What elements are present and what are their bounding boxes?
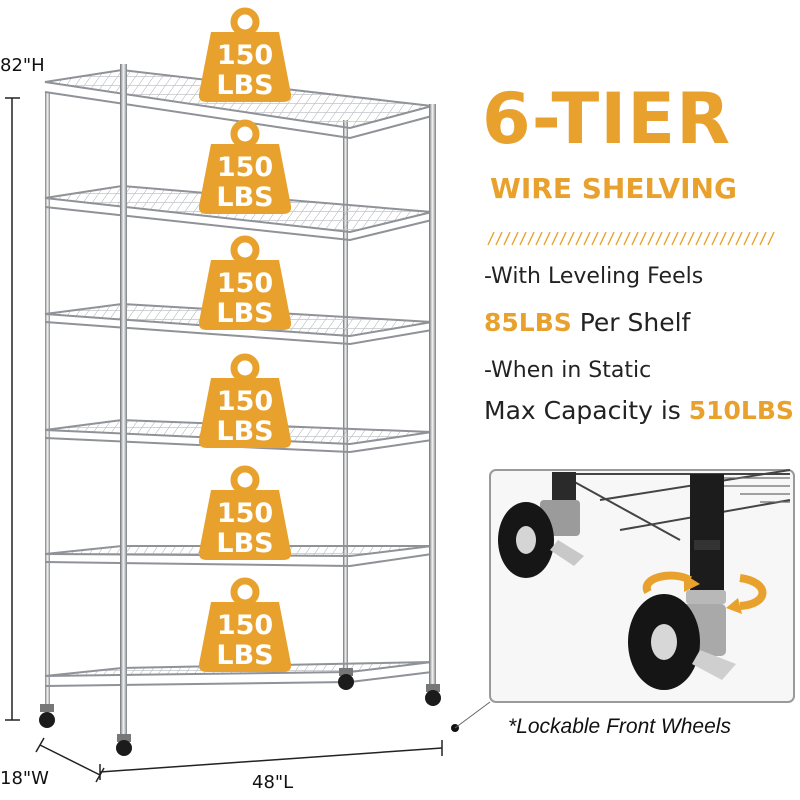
weight-handle-icon: [230, 465, 260, 495]
caster-wheel-icon: [116, 734, 132, 756]
max-capacity-value: 510LBS: [688, 396, 794, 425]
height-label: 82"H: [0, 55, 45, 76]
caster-wheel-icon: [425, 684, 441, 706]
length-label: 48"L: [252, 772, 294, 793]
weight-icon: [198, 260, 292, 330]
hatched-divider: [487, 231, 775, 246]
weight-handle-icon: [230, 235, 260, 265]
weight-number: 150: [217, 268, 273, 299]
headline-title: 6-TIER: [482, 78, 731, 160]
weight-icon: [198, 378, 292, 448]
feature-per-shelf: 85LBS Per Shelf: [484, 308, 690, 337]
weight-unit: LBS: [216, 416, 273, 447]
caster-wheel-icon: [338, 668, 354, 690]
weight-number: 150: [217, 610, 273, 641]
caster-wheel-icon: [628, 590, 736, 690]
weight-handle-icon: [230, 119, 260, 149]
weight-unit: LBS: [216, 298, 273, 329]
weight-handle-icon: [230, 577, 260, 607]
weight-icon: [198, 144, 292, 214]
weight-icon: [198, 602, 292, 672]
per-shelf-value: 85LBS: [484, 308, 572, 337]
weight-icon: [198, 490, 292, 560]
feature-static: -When in Static: [484, 358, 652, 383]
caster-wheel-icon: [498, 472, 584, 578]
wheel-inset: [451, 469, 795, 732]
feature-max-capacity: Max Capacity is 510LBS: [484, 396, 794, 425]
weight-unit: LBS: [216, 182, 273, 213]
weight-number: 150: [217, 498, 273, 529]
weight-handle-icon: [230, 7, 260, 37]
headline-subtitle: WIRE SHELVING: [490, 172, 737, 205]
weight-number: 150: [217, 152, 273, 183]
weight-handle-icon: [230, 353, 260, 383]
weight-unit: LBS: [216, 70, 273, 101]
max-capacity-text: Max Capacity is: [484, 396, 689, 425]
weight-icon: [198, 32, 292, 102]
feature-leveling: -With Leveling Feels: [484, 264, 704, 289]
weight-number: 150: [217, 40, 273, 71]
weight-number: 150: [217, 386, 273, 417]
caster-wheel-icon: [39, 704, 55, 728]
weight-unit: LBS: [216, 528, 273, 559]
width-label: 18"W: [0, 768, 49, 789]
weight-unit: LBS: [216, 640, 273, 671]
length-dimension-line: [99, 740, 443, 780]
height-dimension-line: [5, 97, 20, 721]
per-shelf-text: Per Shelf: [571, 308, 691, 337]
lockable-wheels-caption: *Lockable Front Wheels: [508, 715, 731, 738]
